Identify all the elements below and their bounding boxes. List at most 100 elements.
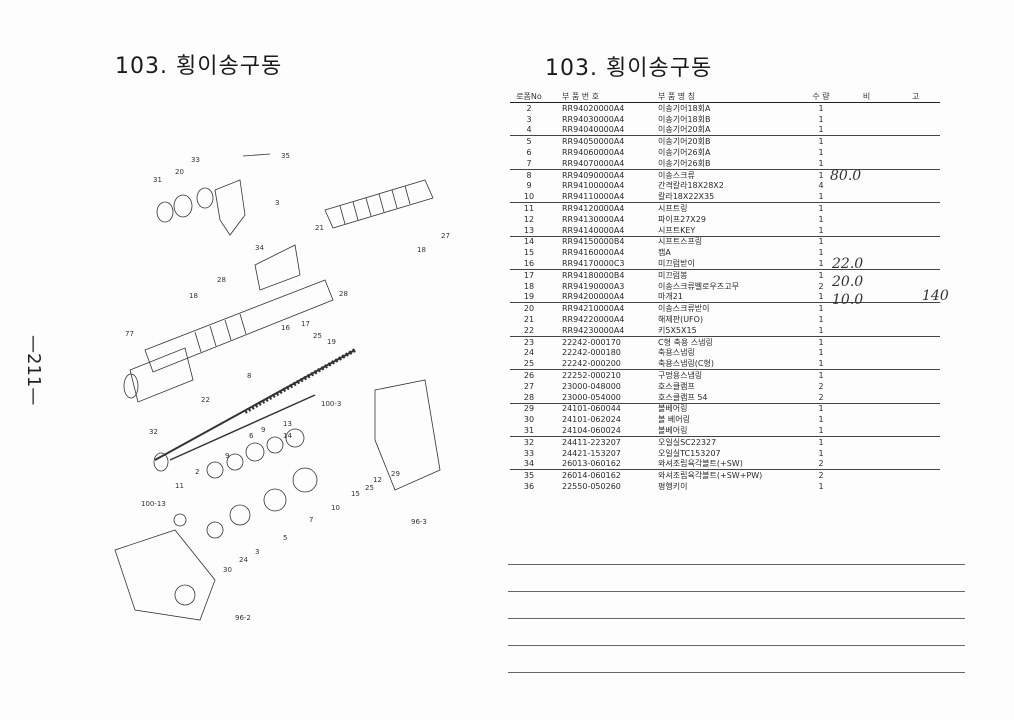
cell-part-name: 칼라18X22X35 — [658, 192, 715, 202]
cell-no: 16 — [523, 258, 535, 268]
cell-part-number: 26013-060162 — [562, 459, 621, 469]
cell-quantity: 1 — [818, 337, 824, 347]
cell-part-name: 이송스크류 — [658, 170, 695, 180]
lower-bellows — [129, 347, 194, 403]
cell-part-name: 호스클램프 54 — [658, 392, 708, 402]
cell-quantity: 1 — [818, 203, 824, 213]
callout-24: 24 — [239, 556, 248, 564]
cell-part-number: RR94060000A4 — [562, 147, 625, 157]
callout-18a: 18 — [417, 246, 426, 254]
cell-part-name: 간격칼라18X28X2 — [658, 181, 724, 191]
callout-28a: 28 — [217, 276, 226, 284]
cell-part-name: 이송기어20회B — [658, 137, 711, 147]
cell-part-name: 이송스크류벨로우즈고무 — [658, 281, 739, 291]
blank-ruled-lines — [508, 538, 965, 673]
cell-no: 29 — [523, 404, 535, 414]
cell-part-name: 이송기어18회A — [658, 103, 711, 113]
callout-29: 29 — [391, 470, 400, 478]
exploded-parts-diagram: 33 35 20 31 3 21 34 27 18 28 18 28 16 17… — [95, 140, 475, 660]
ring-31 — [156, 201, 174, 223]
callout-19: 19 — [327, 338, 336, 346]
cell-part-number: 24101-062024 — [562, 415, 621, 425]
middle-tube — [144, 279, 334, 373]
gear-d — [229, 504, 251, 526]
cell-quantity: 1 — [818, 158, 824, 168]
callout-35: 35 — [281, 152, 290, 160]
cell-quantity: 1 — [818, 147, 824, 157]
cell-quantity: 1 — [818, 103, 824, 113]
cell-no: 33 — [523, 448, 535, 458]
callout-10: 10 — [331, 504, 340, 512]
cell-no: 17 — [523, 270, 535, 280]
cell-part-number: RR94070000A4 — [562, 158, 625, 168]
cell-no: 20 — [523, 304, 535, 314]
callout-5: 5 — [283, 534, 287, 542]
page-number: —211— — [23, 335, 44, 406]
cell-no: 18 — [523, 281, 535, 291]
callout-77: 77 — [125, 330, 134, 338]
cell-no: 8 — [526, 170, 532, 180]
callout-15: 15 — [351, 490, 360, 498]
cell-quantity: 1 — [818, 237, 824, 247]
callout-9b: 9 — [225, 452, 229, 460]
cell-part-number: RR94210000A4 — [562, 304, 625, 314]
left-page-title: 103. 횡이송구동 — [115, 54, 283, 79]
callout-100-13: 100-13 — [141, 500, 166, 508]
callout-96-2: 96-2 — [235, 614, 251, 622]
handwritten-note: 80.0 — [830, 168, 862, 184]
cell-part-number: RR94030000A4 — [562, 114, 625, 124]
callout-17: 17 — [301, 320, 310, 328]
callout-96-3: 96-3 — [411, 518, 427, 526]
cell-part-name: 볼베어링 — [658, 404, 688, 414]
lower-shaft — [169, 394, 316, 461]
header-remarks-1: 비 — [862, 92, 871, 101]
cell-part-number: RR94090000A4 — [562, 170, 625, 180]
blank-line — [508, 592, 965, 619]
cell-part-number: 22242-000200 — [562, 359, 621, 369]
cell-no: 6 — [526, 147, 532, 157]
gear-b — [292, 467, 318, 493]
cell-part-number: RR94230000A4 — [562, 325, 625, 335]
handwritten-note: 20.0 — [832, 274, 864, 290]
cell-part-number: 24421-153207 — [562, 448, 621, 458]
cell-part-name: 해제판(UFO) — [658, 314, 704, 324]
callout-13: 13 — [283, 420, 292, 428]
cell-no: 13 — [523, 225, 535, 235]
ring-20 — [173, 194, 193, 218]
cell-no: 5 — [526, 137, 532, 147]
callout-7: 7 — [309, 516, 313, 524]
header-remarks-2: 고 — [911, 92, 920, 101]
cell-part-number: RR94220000A4 — [562, 314, 625, 324]
cell-no: 2 — [526, 103, 532, 113]
cell-part-number: RR94150000B4 — [562, 237, 625, 247]
cell-part-name: 와셔조립육각볼트(+SW+PW) — [658, 471, 763, 481]
cell-quantity: 1 — [818, 370, 824, 380]
cell-part-name: 시프트스프링 — [658, 237, 703, 247]
cell-no: 36 — [523, 481, 535, 491]
cell-part-name: 캠A — [658, 248, 671, 258]
header-no: 로폼No — [516, 92, 542, 101]
cell-quantity: 1 — [818, 425, 824, 435]
cell-part-name: 미끄럼봉 — [658, 270, 688, 280]
cell-no: 32 — [523, 437, 535, 447]
cell-quantity: 1 — [818, 437, 824, 447]
cell-quantity: 1 — [818, 270, 824, 280]
cell-no: 4 — [526, 125, 532, 135]
gear-c — [263, 488, 287, 512]
cell-quantity: 2 — [818, 392, 824, 402]
cell-no: 35 — [523, 471, 535, 481]
